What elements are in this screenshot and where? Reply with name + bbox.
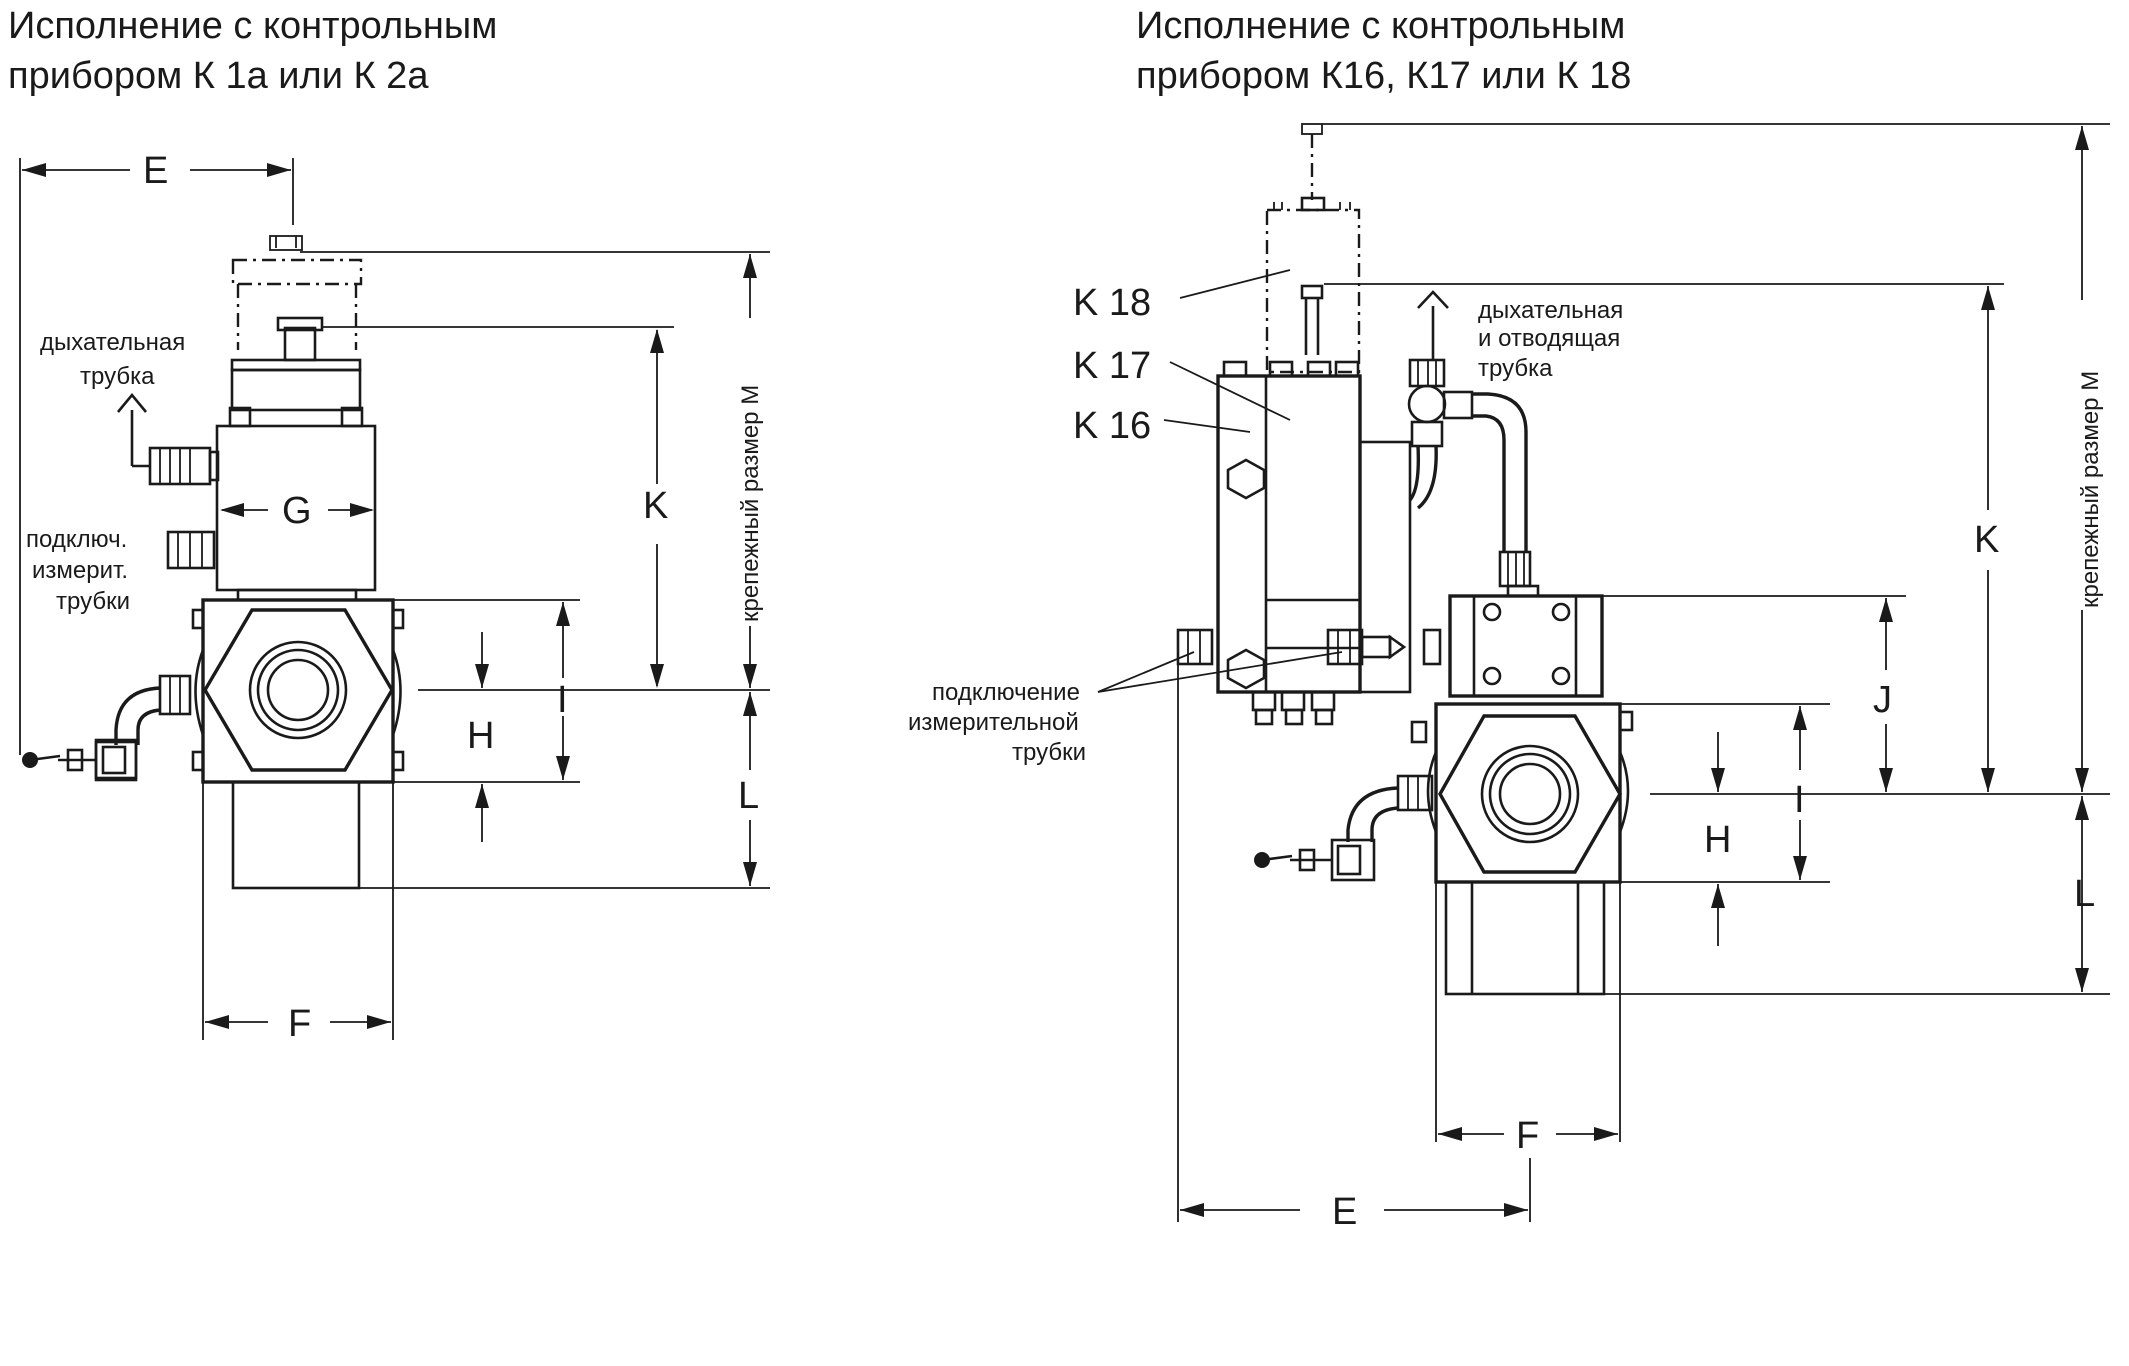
right-breather-pipe [1407,290,1532,588]
left-dim-k-label: K [643,485,668,527]
left-breather-line2: трубка [80,363,155,390]
left-dim-f: F [202,782,394,1045]
left-dim-h-label: H [467,715,494,757]
right-dims-horizontal: F E [1177,664,1621,1233]
left-title-line1: Исполнение с контрольным [8,5,497,47]
left-valve-block [22,598,405,890]
left-dim-e: E [19,150,294,755]
right-breather-line3: трубка [1478,355,1553,382]
right-view: крепежный размер M L K J I H [908,123,2110,1233]
right-dim-j-label: J [1873,679,1892,721]
right-valve-block [1254,702,1634,996]
right-title-line2: прибором К16, К17 или К 18 [1136,55,1631,97]
right-dim-f-label: F [1516,1115,1539,1157]
left-dim-e-label: E [143,150,168,192]
right-dim-i-label: I [1794,779,1805,821]
left-dim-k: K [322,326,674,688]
right-k18-label: K 18 [1073,282,1151,324]
left-top-cap [231,235,363,350]
left-dim-f-label: F [288,1003,311,1045]
right-gauge-leaders [1097,651,1343,693]
right-k17-label: K 17 [1073,345,1151,387]
right-title-line1: Исполнение с контрольным [1136,5,1625,47]
right-k-labels: K 18 K 17 K 16 [1073,269,1291,447]
right-dim-l-label: L [2074,873,2095,915]
right-breather-line1: дыхательная [1478,297,1623,324]
right-mount-label: крепежный размер M [2077,371,2104,608]
right-k16-label: K 16 [1073,405,1151,447]
right-dims-vertical: крепежный размер M L K J I H [1322,123,2110,995]
right-switch-block [1448,584,1604,698]
left-gauge-line2: измерит. [32,557,128,584]
right-breather-line2: и отводящая [1478,325,1620,352]
left-dim-l-label: L [738,775,759,817]
left-dim-g: G [220,490,374,532]
left-device-body [116,316,377,602]
right-gauge-line1: подключение [932,679,1080,706]
left-dim-i-h: I H [393,599,770,842]
right-dim-h-label: H [1704,819,1731,861]
right-sensor-body [1176,360,1442,744]
left-title-line2: прибором К 1а или К 2а [8,55,429,97]
left-dim-g-label: G [282,490,312,532]
right-gauge-line3: трубки [1012,739,1086,766]
right-dim-k-label: K [1974,519,1999,561]
right-gauge-line2: измерительной [908,709,1079,736]
left-gauge-line1: подключ. [26,526,127,553]
left-mount-label: крепежный размер M [737,385,764,622]
left-breather-line1: дыхательная [40,329,185,356]
right-dim-e-label: E [1332,1191,1357,1233]
left-view: E [19,150,770,1045]
left-gauge-line3: трубки [56,588,130,615]
left-dim-l-m: L крепежный размер M [300,251,770,889]
right-top-extension [1265,123,1361,374]
left-dim-i-label: I [557,679,568,721]
